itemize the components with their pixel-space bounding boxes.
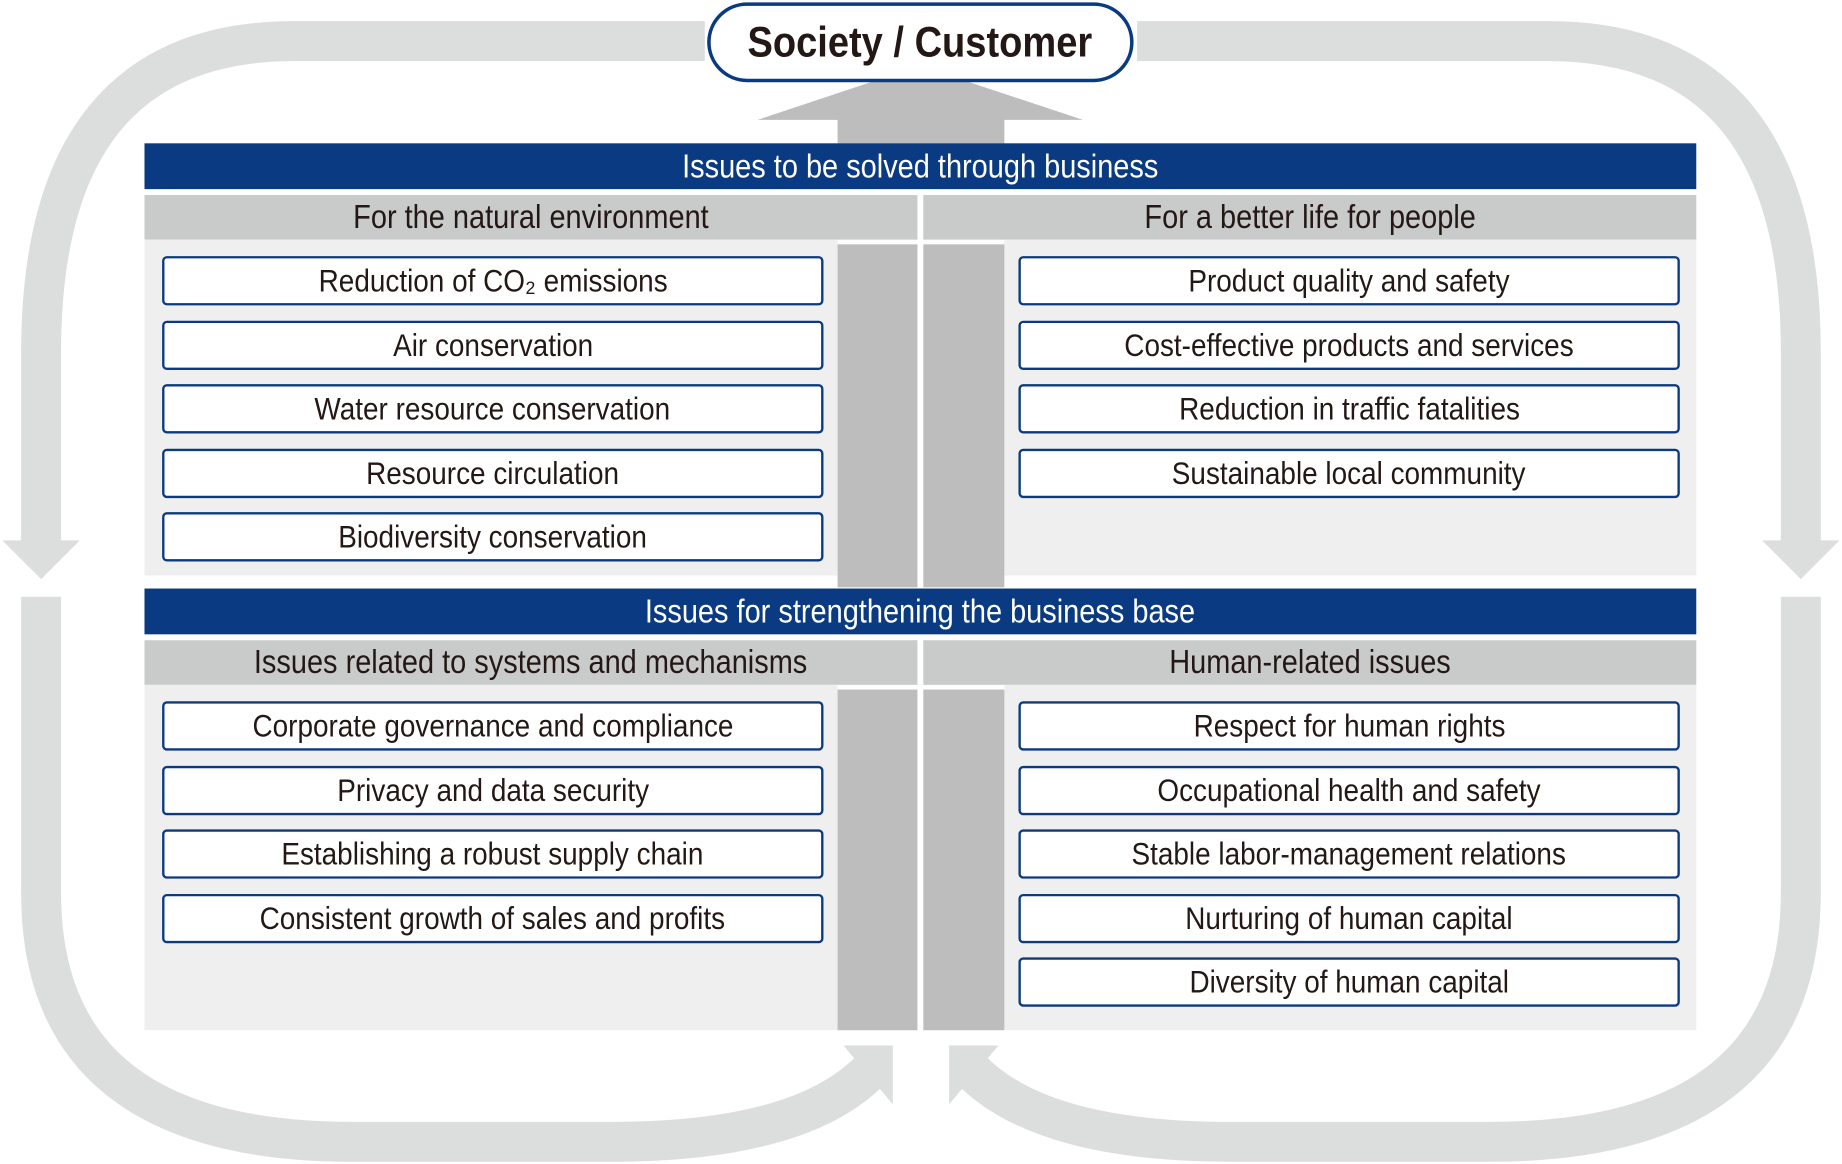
issue-item: Nurturing of human capital (1018, 893, 1680, 944)
issue-item: Stable labor-management relations (1018, 829, 1680, 879)
issue-item: Biodiversity conservation (162, 512, 824, 562)
loop-bottom-left (21, 596, 884, 1162)
center-column-left (837, 689, 918, 1031)
issue-item: Reduction of CO₂ emissions (162, 256, 824, 306)
center-column-right (923, 689, 1005, 1031)
section-business-title: Issues to be solved through business (144, 143, 1697, 190)
issue-item: Establishing a robust supply chain (162, 829, 824, 879)
group-header-people: For a better life for people (923, 195, 1697, 240)
group-header-human: Human-related issues (923, 640, 1697, 685)
issue-item: Sustainable local community (1018, 448, 1680, 499)
issue-item: Corporate governance and compliance (162, 701, 824, 751)
issue-item: Product quality and safety (1018, 256, 1680, 306)
issue-item: Privacy and data security (162, 765, 824, 816)
issue-item: Respect for human rights (1018, 701, 1680, 751)
up-arrow (757, 65, 1084, 144)
issue-item: Consistent growth of sales and profits (162, 893, 824, 944)
issue-item: Diversity of human capital (1018, 957, 1680, 1007)
loop-bottom-right (958, 596, 1821, 1162)
issue-item: Resource circulation (162, 448, 824, 499)
arrowhead-left-down (2, 540, 80, 580)
section-base-title: Issues for strengthening the business ba… (144, 588, 1697, 635)
issue-item: Air conservation (162, 320, 824, 371)
loop-top-right (1137, 21, 1821, 543)
center-column-left (837, 244, 918, 588)
group-header-systems: Issues related to systems and mechanisms (144, 640, 918, 685)
issue-item: Reduction in traffic fatalities (1018, 384, 1680, 434)
group-header-environment: For the natural environment (144, 195, 918, 240)
issue-item: Occupational health and safety (1018, 765, 1680, 816)
issue-item: Cost-effective products and services (1018, 320, 1680, 371)
issue-item: Water resource conservation (162, 384, 824, 434)
society-customer-label: Society / Customer (707, 2, 1134, 83)
center-column-right (923, 244, 1005, 588)
arrowhead-right-down (1762, 540, 1840, 580)
loop-top-left (21, 21, 705, 543)
